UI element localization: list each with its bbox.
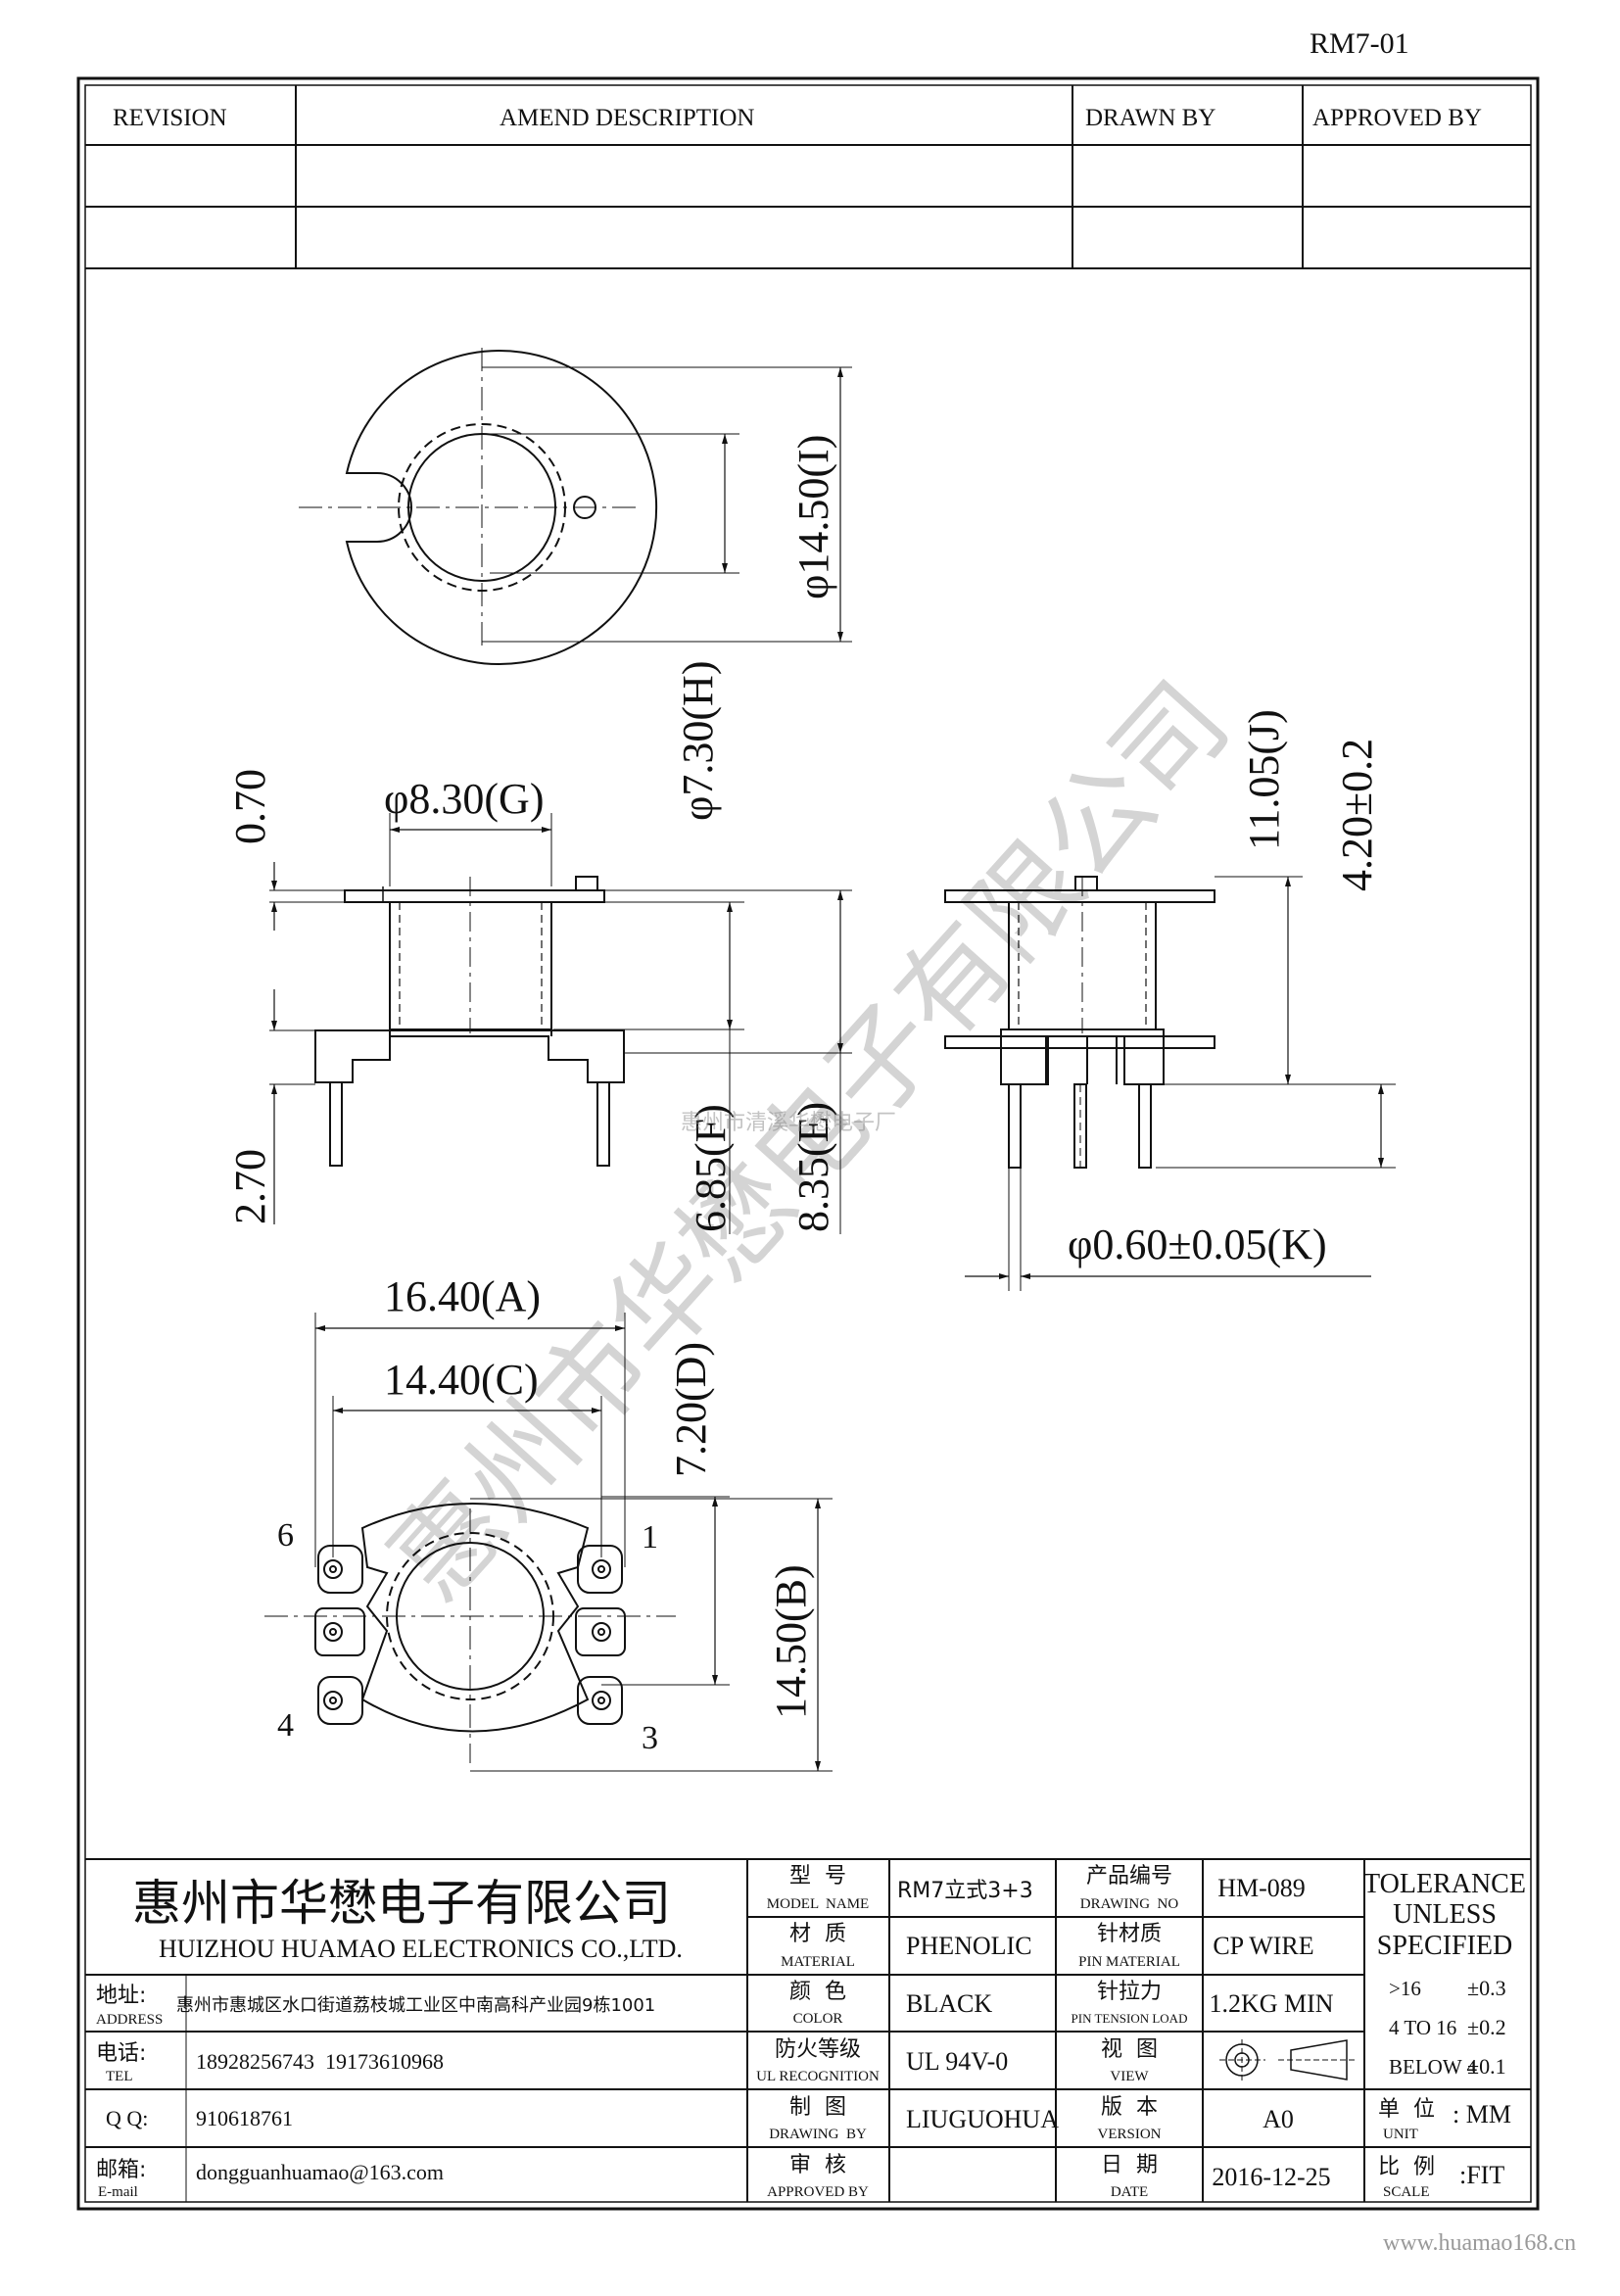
- overall-width-label: 16.40(A): [384, 1272, 541, 1320]
- tolerance-value-1: ±0.3: [1467, 1976, 1506, 2000]
- approved-by-header: APPROVED BY: [1312, 105, 1482, 131]
- pin-row-spacing-label: 7.20(D): [667, 1342, 715, 1477]
- drawn-label-en: DRAWING BY: [769, 2127, 867, 2142]
- color-value: BLACK: [906, 1989, 992, 2018]
- footer-url: www.huamao168.cn: [1383, 2230, 1576, 2256]
- unit-value: : MM: [1453, 2100, 1511, 2129]
- drawing-frame: [76, 76, 1540, 2211]
- material-value: PHENOLIC: [906, 1932, 1032, 1960]
- view-label-en: VIEW: [1110, 2069, 1149, 2084]
- tolerance-title-2: UNLESS: [1393, 1899, 1497, 1930]
- address-value: 惠州市惠城区水口街道荔枝城工业区中南高科产业园9栋1001: [176, 1995, 655, 2016]
- top-view: [299, 348, 852, 665]
- pin-material-value: CP WIRE: [1213, 1932, 1313, 1960]
- color-label-en: COLOR: [793, 2011, 843, 2027]
- company-name-cn: 惠州市华懋电子有限公司: [132, 1875, 671, 1932]
- flange-thickness-label: 0.70: [226, 769, 274, 844]
- unit-label-en: UNIT: [1383, 2127, 1418, 2142]
- revision-table: [85, 85, 1531, 269]
- pin-span-label: 14.40(C): [384, 1356, 539, 1404]
- material-label-en: MATERIAL: [781, 1954, 855, 1970]
- base-height-label: 2.70: [226, 1149, 274, 1224]
- model-value: RM7立式3+3: [897, 1879, 1033, 1903]
- winding-height-label: 6.85(F): [687, 1104, 735, 1232]
- projection-symbol-icon: [1219, 2039, 1357, 2081]
- date-label-cn: 日 期: [1101, 2153, 1158, 2177]
- tel-value: 18928256743 19173610968: [196, 2049, 444, 2074]
- tolerance-value-2: ±0.2: [1467, 2015, 1506, 2039]
- revision-header: REVISION: [113, 105, 227, 131]
- ul-label-en: UL RECOGNITION: [756, 2069, 880, 2084]
- ul-label-cn: 防火等级: [775, 2037, 861, 2062]
- version-value: A0: [1263, 2105, 1294, 2133]
- drawn-by-header: DRAWN BY: [1085, 105, 1215, 131]
- total-height-label: 8.35(E): [789, 1102, 837, 1232]
- pin-tension-value: 1.2KG MIN: [1209, 1989, 1333, 2018]
- approved-label-en: APPROVED BY: [767, 2184, 869, 2200]
- amend-description-header: AMEND DESCRIPTION: [500, 105, 754, 131]
- drawn-value: LIUGUOHUA: [906, 2105, 1059, 2133]
- pin-diameter-label: φ0.60±0.05(K): [1068, 1220, 1327, 1268]
- side-view: [944, 876, 1396, 1291]
- pin-1-label: 1: [642, 1519, 658, 1555]
- overall-height-label: 11.05(J): [1240, 709, 1288, 850]
- email-label-cn: 邮箱:: [96, 2158, 146, 2182]
- material-label-cn: 材 质: [789, 1922, 846, 1946]
- qq-label: Q Q:: [106, 2106, 148, 2130]
- date-label-en: DATE: [1111, 2184, 1148, 2200]
- scale-value: :FIT: [1459, 2161, 1504, 2189]
- drawn-label-cn: 制 图: [789, 2095, 846, 2120]
- color-label-cn: 颜 色: [789, 1980, 846, 2004]
- model-label-cn: 型 号: [789, 1864, 846, 1889]
- pin-6-label: 6: [277, 1517, 294, 1554]
- overall-depth-label: 14.50(B): [767, 1564, 815, 1719]
- outer-diameter-label: φ14.50(I): [789, 435, 837, 599]
- version-label-en: VERSION: [1097, 2127, 1161, 2142]
- pin-3-label: 3: [642, 1720, 658, 1756]
- approved-label-cn: 审 核: [789, 2153, 846, 2177]
- drawing-no-label-cn: 产品编号: [1086, 1864, 1172, 1889]
- date-value: 2016-12-25: [1212, 2163, 1330, 2191]
- tolerance-range-2: 4 TO 16: [1389, 2016, 1456, 2039]
- company-name-en: HUIZHOU HUAMAO ELECTRONICS CO.,LTD.: [159, 1935, 683, 1963]
- tel-label-en: TEL: [106, 2069, 133, 2084]
- front-view: [269, 813, 852, 1234]
- view-label-cn: 视 图: [1101, 2037, 1158, 2062]
- drawing-no-value: HM-089: [1217, 1874, 1306, 1902]
- bottom-view: [264, 1313, 833, 1772]
- email-label-en: E-mail: [98, 2184, 138, 2200]
- tolerance-title-1: TOLERANCE: [1363, 1869, 1526, 1899]
- pin-tension-label-cn: 针拉力: [1097, 1980, 1162, 2004]
- qq-value: 910618761: [196, 2106, 293, 2130]
- model-label-en: MODEL NAME: [767, 1896, 869, 1912]
- email-value: dongguanhuamao@163.com: [196, 2160, 444, 2184]
- tel-label-cn: 电话:: [96, 2041, 146, 2066]
- address-label-cn: 地址:: [96, 1984, 146, 2008]
- inner-diameter-label: φ7.30(H): [674, 661, 722, 821]
- drawing-no-label-en: DRAWING NO: [1080, 1896, 1179, 1912]
- unit-label-cn: 单 位: [1378, 2097, 1435, 2122]
- version-label-cn: 版 本: [1101, 2095, 1158, 2120]
- pin-4-label: 4: [277, 1707, 294, 1744]
- title-block-grid: [85, 1858, 1531, 2202]
- address-label-en: ADDRESS: [96, 2012, 163, 2028]
- pin-tension-label-en: PIN TENSION LOAD: [1072, 2011, 1188, 2026]
- drawing-id: RM7-01: [1310, 27, 1409, 60]
- pin-length-label: 4.20±0.2: [1333, 739, 1381, 891]
- winding-diameter-label: φ8.30(G): [384, 775, 544, 823]
- pin-material-label-en: PIN MATERIAL: [1078, 1954, 1180, 1970]
- pin-material-label-cn: 针材质: [1097, 1922, 1162, 1946]
- small-watermark: 惠州市清溪华懋电子厂: [681, 1111, 896, 1135]
- tolerance-value-3: ±0.1: [1467, 2054, 1506, 2079]
- scale-label-en: SCALE: [1383, 2184, 1430, 2200]
- tolerance-range-1: >16: [1389, 1977, 1421, 2000]
- scale-label-cn: 比 例: [1378, 2155, 1435, 2179]
- tolerance-title-3: SPECIFIED: [1377, 1931, 1512, 1961]
- tolerance-range-3: BELOW 4: [1389, 2055, 1478, 2079]
- ul-value: UL 94V-0: [906, 2047, 1008, 2076]
